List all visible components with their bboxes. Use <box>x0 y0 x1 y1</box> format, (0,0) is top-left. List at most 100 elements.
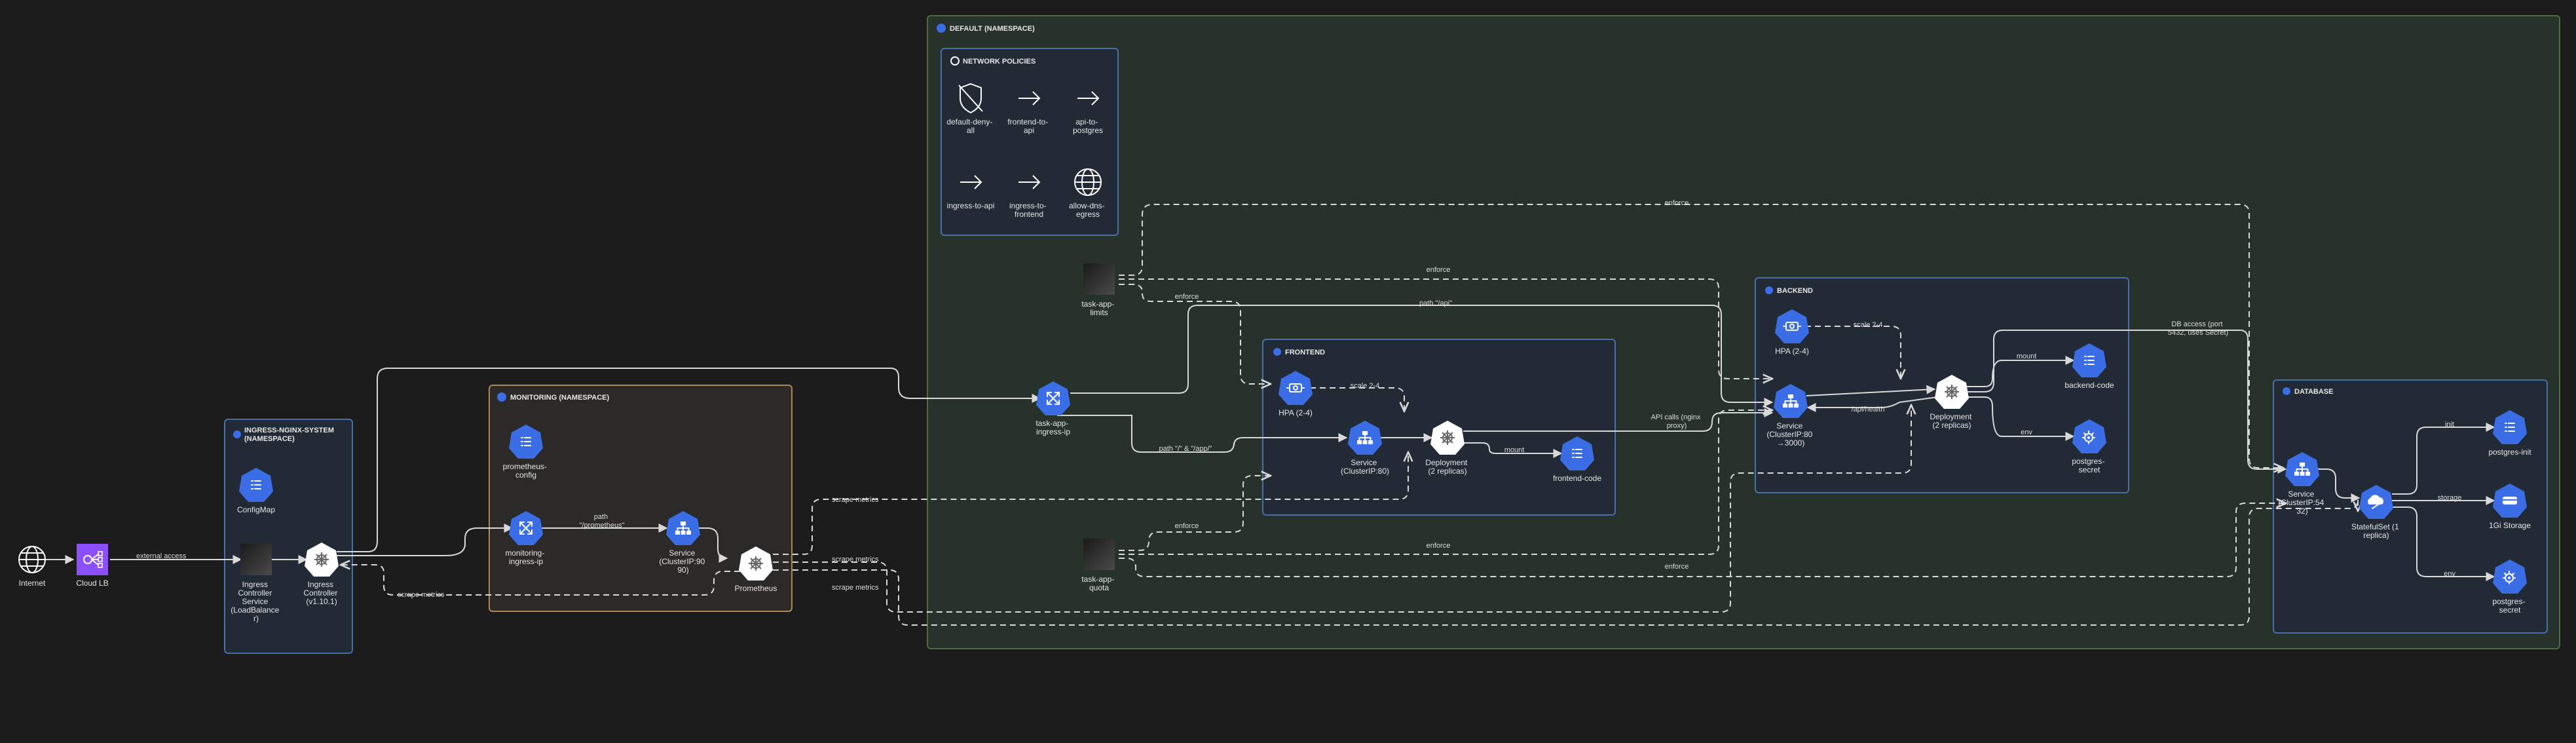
ingress-namespace-title: INGRESS-NGINX-SYSTEM (NAMESPACE) <box>244 427 336 443</box>
group-icon <box>1273 348 1281 356</box>
label-line: (v1.10.1) <box>306 597 337 606</box>
label-line: postgres- <box>2072 457 2104 466</box>
arrow-right-icon <box>1077 91 1100 105</box>
np-frontend-to-api-node[interactable]: frontend-to- api <box>1007 91 1050 135</box>
kubernetes-wheel-icon <box>314 552 329 567</box>
label-line: Service <box>669 548 695 558</box>
task-app-quota-node[interactable]: task-app- quota <box>1081 539 1116 592</box>
label-line: r) <box>253 614 259 623</box>
ingress-controller-node[interactable]: Ingress Controller (v1.10.1) <box>303 543 339 606</box>
label-external-access: external access <box>136 552 187 560</box>
cloud-lb-label: Cloud LB <box>76 579 108 588</box>
ingress-ns-title-line1: INGRESS-NGINX-SYSTEM <box>244 427 334 434</box>
db-statefulset-node[interactable]: StatefulSet (1 replica) <box>2351 485 2401 540</box>
frontend-deployment-node[interactable]: Deployment (2 replicas) <box>1425 421 1469 476</box>
storage-icon <box>2502 496 2518 505</box>
db-service-node[interactable]: Service (ClusterIP:54 32) <box>2278 452 2326 516</box>
label-line: ingress-ip <box>1036 427 1070 436</box>
monitoring-ingress-node[interactable]: monitoring- ingress-ip <box>505 511 546 566</box>
label-line: (2 replicas) <box>1932 421 1971 430</box>
label-line: task-app- <box>1081 575 1114 584</box>
prometheus-config-node[interactable]: prometheus- config <box>503 425 550 480</box>
db-storage-node[interactable]: 1Gi Storage <box>2489 484 2531 530</box>
frontend-service-node[interactable]: Service (ClusterIP:80) <box>1341 421 1389 476</box>
edges: external access path "/prometheus" scrap… <box>46 199 2495 626</box>
label-enforce-3: enforce <box>1175 293 1199 301</box>
edge-be-health <box>1806 396 1938 412</box>
label-line: limits <box>1090 308 1108 317</box>
network-policies-title: NETWORK POLICIES <box>963 58 1036 66</box>
label-line: (2 replicas) <box>1428 467 1466 476</box>
postgres-init-node[interactable]: postgres-init <box>2488 410 2531 457</box>
internet-node[interactable]: Internet <box>18 546 46 588</box>
np-ingress-to-api-label: ingress-to-api <box>947 201 995 210</box>
configmap-node[interactable]: ConfigMap <box>237 468 275 514</box>
cloud-lb-node[interactable]: Cloud LB <box>76 544 109 588</box>
globe-icon <box>1074 168 1102 196</box>
label-line: Controller <box>303 588 337 598</box>
namespace-icon <box>937 24 946 33</box>
frontend-hpa-node[interactable]: HPA (2-4) <box>1279 371 1313 417</box>
label-fe-mount: mount <box>1504 446 1525 454</box>
edge-controller-monitoring-ingress <box>337 524 513 556</box>
label-enforce-2: enforce <box>1427 266 1451 274</box>
db-secret-node[interactable]: postgres- secret <box>2492 560 2527 615</box>
np-default-deny-node[interactable]: default-deny- all <box>946 83 994 135</box>
frontend-code-node[interactable]: frontend-code <box>1553 436 1601 483</box>
label-line: replica) <box>2363 531 2389 540</box>
np-allow-dns-node[interactable]: allow-dns- egress <box>1069 168 1107 219</box>
label-line: "/prometheus" <box>580 522 625 529</box>
label-line: ingress-to- <box>1009 201 1047 210</box>
np-api-to-postgres-node[interactable]: api-to- postgres <box>1073 91 1103 135</box>
arrow-right-icon <box>960 175 982 189</box>
label-line: prometheus- <box>503 462 547 471</box>
prometheus-node[interactable]: Prometheus <box>735 546 777 593</box>
edge-fe-mount <box>1463 442 1563 458</box>
label-line: API calls (nginx <box>1651 413 1701 421</box>
edge-enforce-backend-a <box>1119 278 1772 379</box>
frontend-code-label: frontend-code <box>1553 474 1601 483</box>
backend-service-node[interactable]: Service (ClusterIP:80 →3000) <box>1766 384 1814 448</box>
edge-db-access <box>1965 330 2287 474</box>
backend-code-node[interactable]: backend-code <box>2064 343 2114 390</box>
arrow-right-icon <box>1018 91 1041 105</box>
edge-api-calls <box>1463 408 1774 432</box>
label-enforce-1: enforce <box>1665 199 1689 207</box>
namespace-icon <box>497 392 506 402</box>
label-be-mount: mount <box>2017 352 2037 360</box>
label-scrape-1: scrape metrics <box>398 591 445 599</box>
np-ingress-to-frontend-node[interactable]: ingress-to- frontend <box>1009 175 1049 219</box>
backend-deployment-node[interactable]: Deployment (2 replicas) <box>1930 375 1973 430</box>
label-path-api: path "/api" <box>1419 299 1452 307</box>
frontend-hpa-label: HPA (2-4) <box>1279 408 1313 417</box>
edge-be-env <box>1965 396 2075 441</box>
shield-off-icon <box>958 83 983 114</box>
label-fe-scale: scale 2-4 <box>1351 382 1380 390</box>
configmap-label: ConfigMap <box>237 505 275 514</box>
edge-service-prometheus <box>698 527 728 563</box>
label-line: Controller <box>238 588 272 598</box>
label-scrape-4: scrape metrics <box>832 584 879 592</box>
backend-hpa-node[interactable]: HPA (2-4) <box>1775 309 1809 356</box>
task-app-limits-node[interactable]: task-app- limits <box>1081 263 1116 317</box>
label-line: task-app- <box>1081 299 1114 309</box>
label-line: secret <box>2499 605 2521 615</box>
backend-secret-node[interactable]: postgres- secret <box>2072 419 2106 474</box>
kubernetes-wheel-icon <box>1440 430 1455 445</box>
np-ingress-to-api-node[interactable]: ingress-to-api <box>947 175 995 210</box>
ingress-controller-service-node[interactable]: Ingress Controller Service (LoadBalance … <box>231 544 281 623</box>
label-line: 5432, uses Secret) <box>2168 329 2228 337</box>
edge-enforce-frontend-a <box>1119 284 1271 384</box>
edge-enforce-backend-b <box>1119 410 1772 555</box>
label-line: DB access (port <box>2171 320 2222 328</box>
monitoring-service-node[interactable]: Service (ClusterIP:90 90) <box>659 511 707 575</box>
label-line: postgres <box>1073 126 1103 135</box>
label-line: frontend-to- <box>1007 117 1048 126</box>
task-app-ingress-node[interactable]: task-app- ingress-ip <box>1036 381 1070 436</box>
label-path-prometheus: path "/prometheus" <box>580 513 625 529</box>
monitoring-namespace-title: MONITORING (NAMESPACE) <box>510 394 609 402</box>
label-line: Service <box>242 597 268 606</box>
label-be-scale: scale 2-4 <box>1854 321 1883 329</box>
edge-be-svc-deploy <box>1806 385 1936 396</box>
label-line: Ingress <box>242 580 268 589</box>
